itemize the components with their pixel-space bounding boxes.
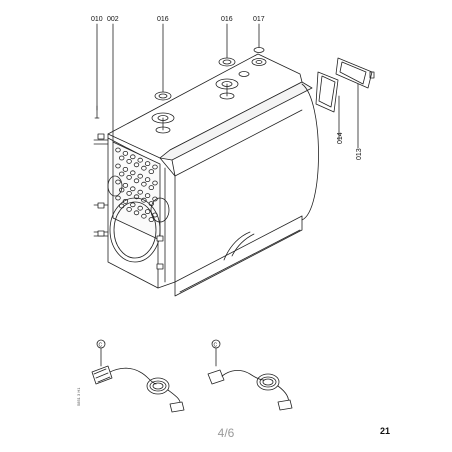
label-002: 002 (107, 16, 119, 23)
grid-hole (144, 193, 151, 199)
wiring-harness-right (207, 339, 293, 411)
grid-hole (122, 166, 129, 172)
leader-lines (96, 23, 359, 149)
grid-hole (133, 178, 140, 184)
grid-hole (122, 182, 129, 188)
grid-hole (148, 169, 154, 175)
harness-marker-right: C (214, 343, 218, 349)
grid-hole (148, 185, 154, 191)
part-labels: 010 002 016 016 017 014 013 C C (91, 16, 363, 349)
wiring-harness-left (91, 339, 185, 413)
flange-016-right (215, 57, 239, 100)
harness-marker-left: C (99, 343, 103, 349)
grid-hole (137, 157, 143, 163)
grid-hole (115, 147, 121, 153)
label-016-right: 016 (221, 16, 233, 23)
page-number: 21 (379, 426, 390, 436)
mounting-bolts (93, 105, 109, 237)
grid-hole (133, 162, 140, 168)
label-017: 017 (253, 16, 265, 23)
grid-hole (130, 170, 136, 176)
cover-013 (335, 57, 375, 89)
grid-hole (130, 154, 136, 160)
grid-hole (126, 190, 132, 196)
grid-hole (115, 195, 121, 201)
grid-hole (152, 180, 158, 186)
grid-hole (130, 186, 136, 192)
grid-hole (148, 217, 154, 223)
label-014: 014 (337, 132, 344, 144)
document-id: 5851 3 H1 (76, 387, 81, 406)
grid-hole (118, 155, 125, 161)
grid-hole (115, 163, 121, 169)
grid-hole (141, 213, 147, 219)
label-010: 010 (91, 16, 103, 23)
grid-hole (144, 161, 151, 167)
grid-hole (137, 205, 143, 211)
grid-hole (122, 150, 129, 156)
grid-hole (137, 189, 143, 195)
grid-hole (126, 174, 132, 180)
flange-016-left (151, 91, 175, 134)
grid-hole (152, 196, 158, 202)
grid-hole (141, 181, 147, 187)
grid-hole (144, 209, 151, 215)
label-013: 013 (356, 148, 363, 160)
page-indicator: 4/6 (217, 426, 235, 440)
grid-hole (133, 210, 140, 216)
clamp-blocks (97, 133, 164, 270)
flange-017 (238, 47, 267, 77)
grid-hole (126, 206, 132, 212)
grid-hole (118, 171, 125, 177)
grid-hole (144, 177, 151, 183)
grid-hole (115, 179, 121, 185)
grid-hole (137, 173, 143, 179)
grid-hole (130, 202, 136, 208)
burner-openings (107, 175, 170, 263)
grid-hole (126, 158, 132, 164)
boiler-body (171, 83, 319, 297)
gasket-014 (315, 71, 339, 113)
boiler-top-panel (107, 53, 313, 165)
grid-hole (152, 164, 158, 170)
grid-hole (141, 165, 147, 171)
label-016-left: 016 (157, 16, 169, 23)
